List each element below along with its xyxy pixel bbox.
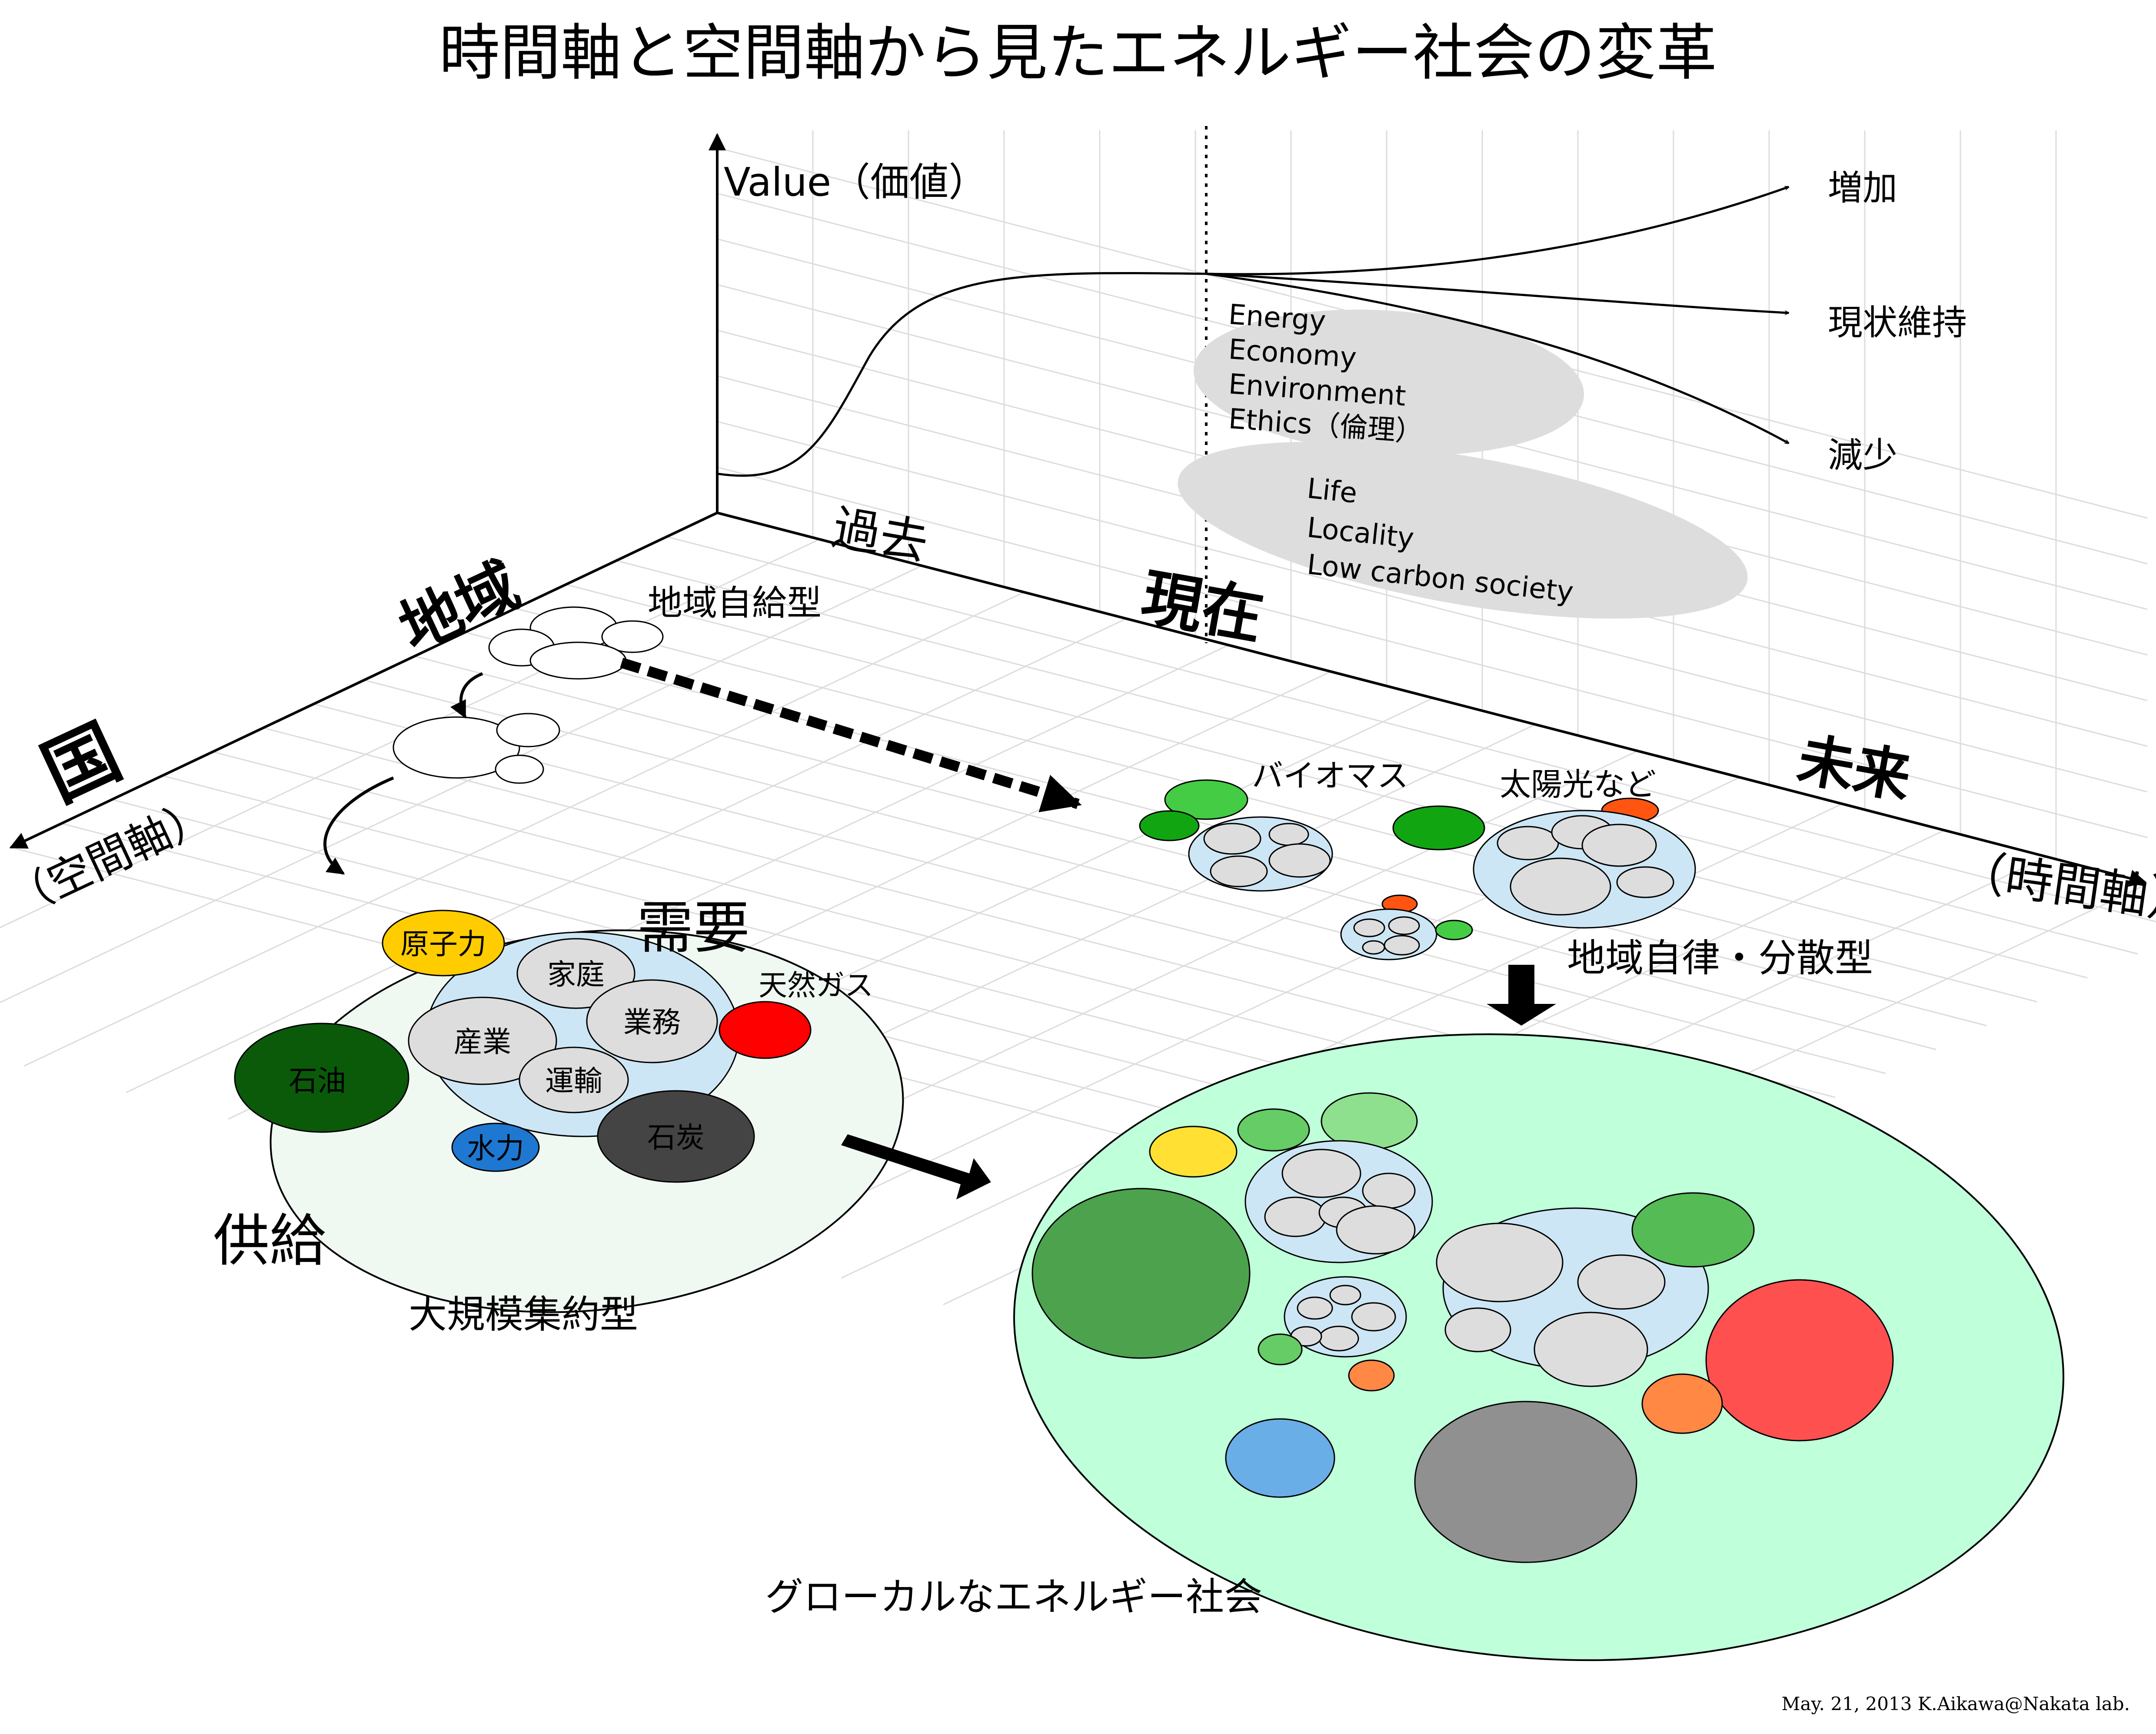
trend-increase: 増加 (1828, 168, 1897, 208)
household-bubble (516, 938, 635, 1009)
industry-bubble (408, 997, 557, 1085)
solar-label: 太陽光など (1500, 766, 1656, 803)
transport-bubble (519, 1046, 629, 1113)
arrow-maintain (1206, 272, 1789, 313)
glocal-label: グローカルなエネルギー社会 (765, 1575, 1262, 1619)
oil-label: 石油 (289, 1064, 346, 1098)
demand-label: 需要 (637, 895, 750, 961)
transport-label: 運輸 (545, 1064, 602, 1098)
local-self-supply-label: 地域自給型 (648, 583, 822, 623)
value-curve (717, 187, 1789, 477)
autonomous-distributed-label: 地域自律・分散型 (1567, 936, 1873, 980)
curved-arrows (323, 672, 483, 875)
natural-gas-label: 天然ガス (759, 969, 873, 1002)
glocal-model (1013, 1033, 2065, 1661)
nuclear-bubble (382, 910, 505, 977)
biomass-label: バイオマス (1252, 757, 1408, 794)
space-axis (9, 512, 718, 849)
coal-bubble (597, 1090, 755, 1183)
distributed-model (1139, 779, 1696, 960)
household-label: 家庭 (547, 958, 605, 991)
industry-label: 産業 (454, 1025, 511, 1059)
dashed-arrow (620, 658, 1082, 813)
future-label: 未来 (1793, 726, 1916, 811)
business-bubble (586, 979, 718, 1063)
time-axis-label: （時間軸） (1954, 843, 2156, 931)
past-label: 過去 (828, 500, 932, 571)
axes (9, 133, 2147, 887)
time-axis (717, 512, 2147, 887)
hydro-label: 水力 (467, 1132, 524, 1165)
local-self-supply-circles (393, 606, 664, 784)
ellipse-3l-line-1: Life (1305, 472, 1358, 510)
down-arrow (1487, 965, 1556, 1026)
business-label: 業務 (623, 1006, 681, 1039)
ellipse-4e (1193, 309, 1584, 455)
supply-label: 供給 (213, 1208, 326, 1274)
trend-maintain: 現状維持 (1828, 302, 1967, 343)
large-scale-label: 大規模集約型 (409, 1292, 638, 1337)
nuclear-label: 原子力 (400, 927, 486, 961)
arrow-decrease (1206, 272, 1789, 445)
ellipse-4e-line-1: Energy (1228, 299, 1327, 337)
right-arrow (841, 1134, 991, 1199)
hydro-bubble (451, 1123, 540, 1172)
natural-gas-bubble (719, 1001, 812, 1059)
credit: May. 21, 2013 K.Aikawa@Nakata lab. (1781, 1693, 2130, 1714)
space-axis-label: （空間軸） (0, 788, 219, 926)
present-label: 現在 (1136, 562, 1268, 653)
coal-label: 石炭 (647, 1121, 705, 1154)
arrow-increase (1206, 187, 1789, 276)
oil-bubble (234, 1023, 409, 1133)
ellipse-3l (1178, 442, 1748, 619)
page-title: 時間軸と空間軸から見たエネルギー社会の変革 (439, 18, 1717, 89)
trend-decrease: 減少 (1828, 435, 1897, 475)
large-scale-model (234, 910, 904, 1313)
value-axis-label: Value（価値） (724, 159, 988, 205)
